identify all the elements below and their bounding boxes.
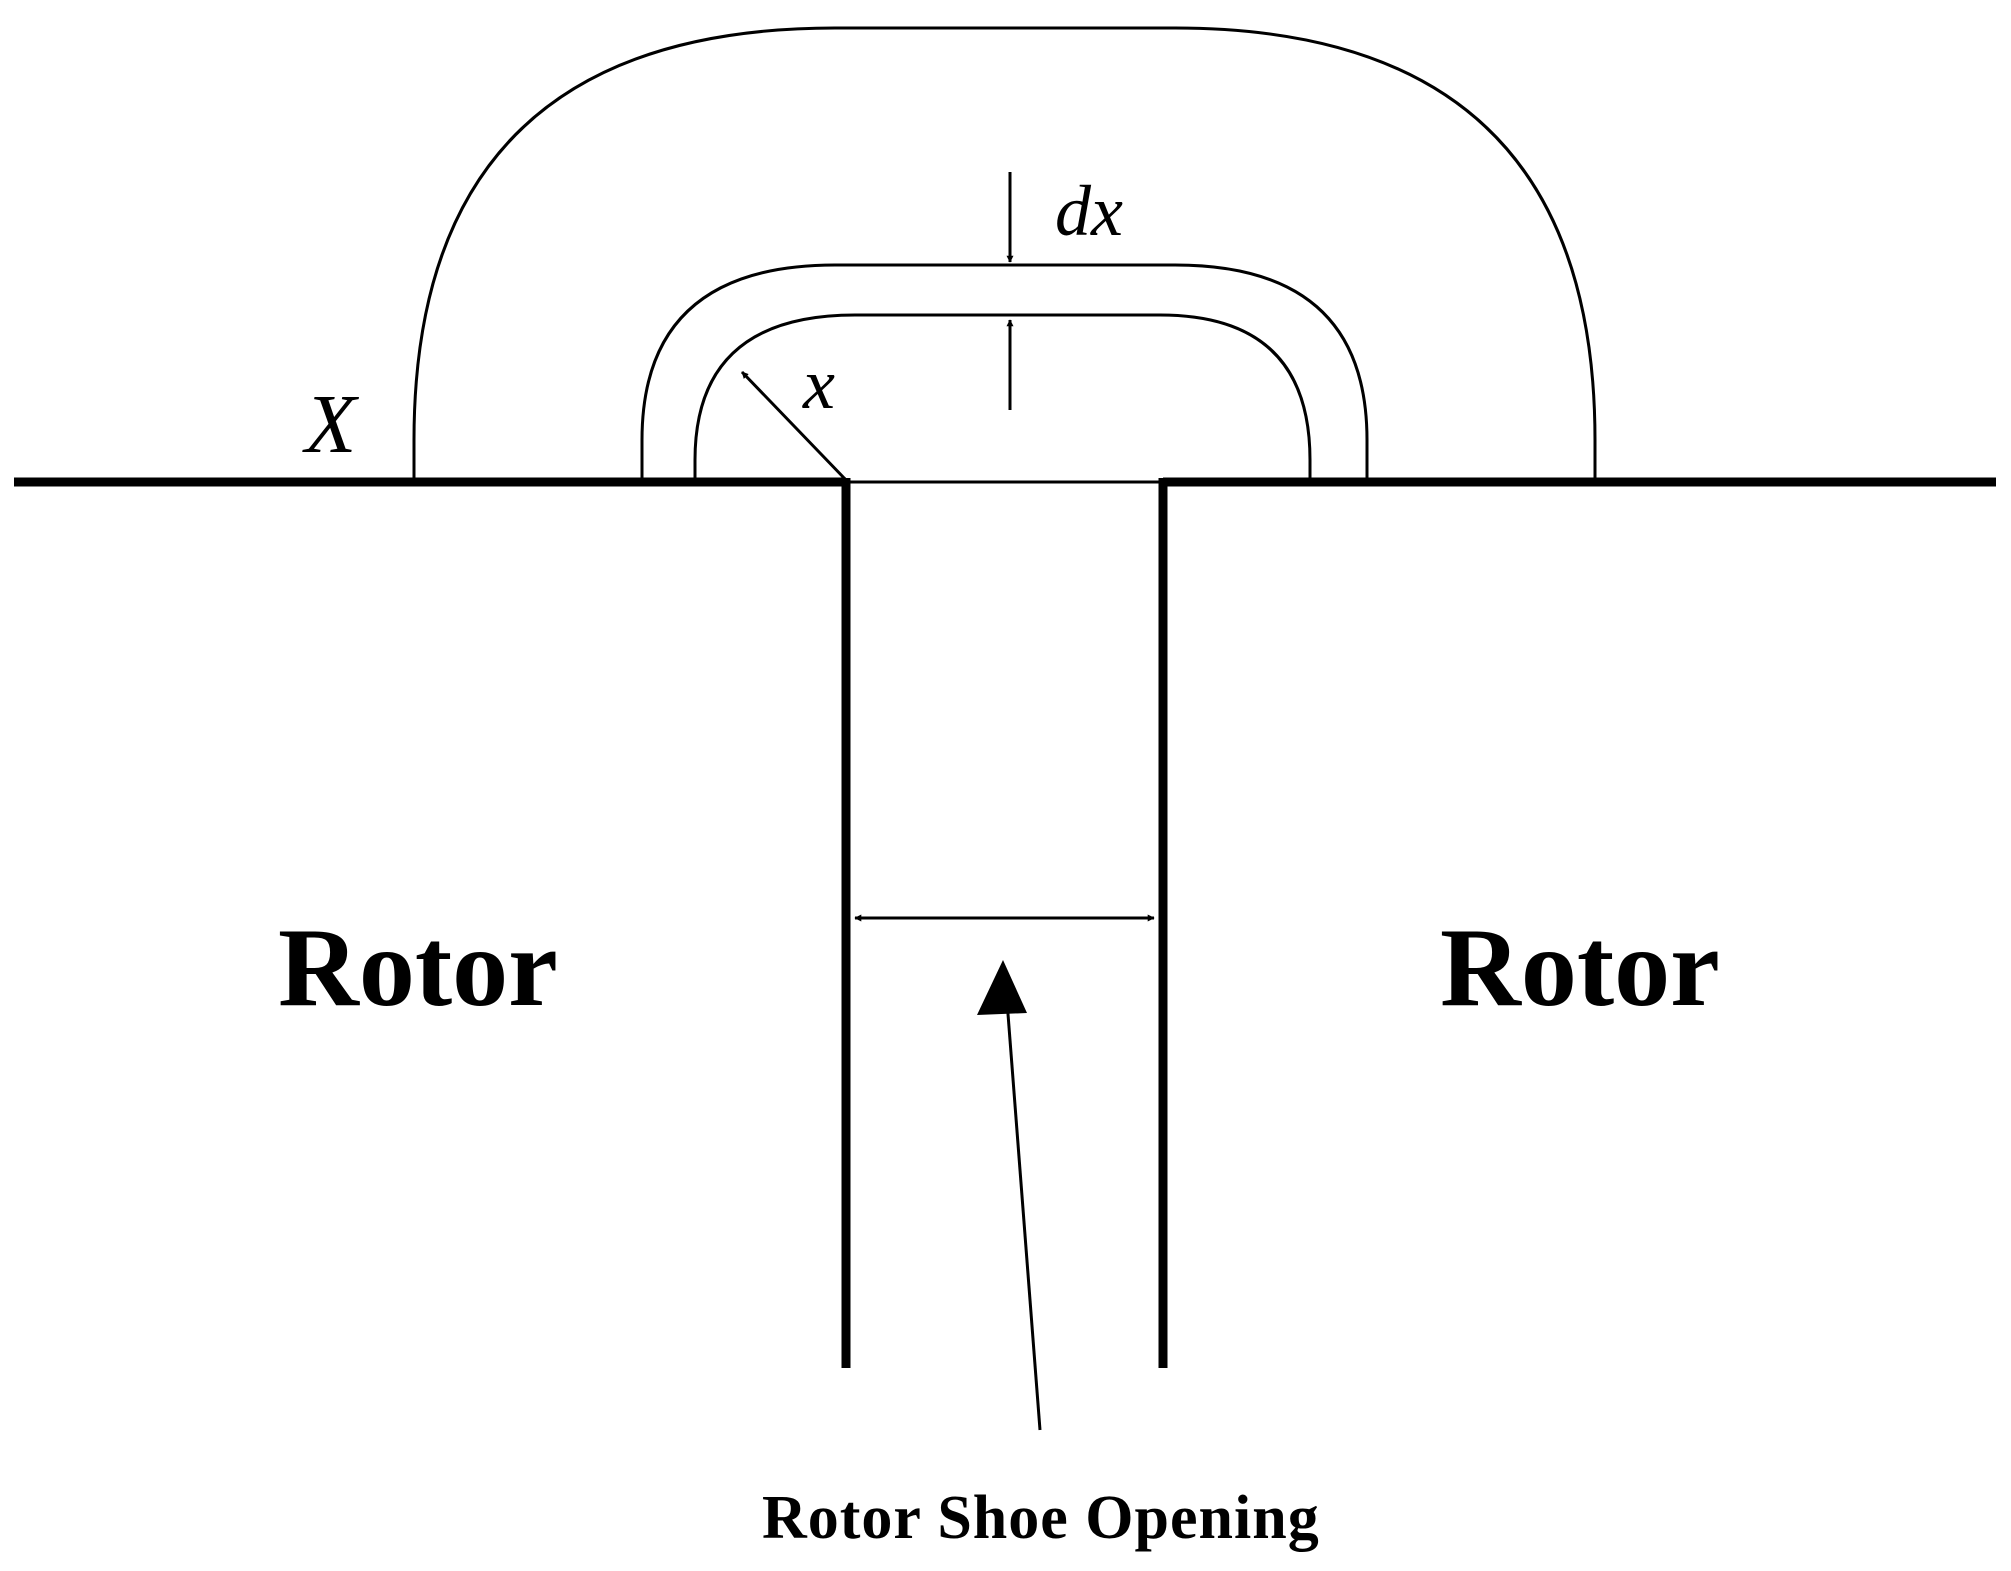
rotor-label-left: Rotor <box>278 906 558 1030</box>
inner-radius-label: x <box>802 344 835 424</box>
opening-pointer-arrow <box>1003 974 1042 1431</box>
inner-flux-path <box>693 313 1312 480</box>
rotor-label-right: Rotor <box>1440 906 1720 1030</box>
middle-flux-path <box>640 263 1369 480</box>
opening-pointer-arrowhead <box>977 960 1027 1015</box>
radius-x-arrow <box>740 370 848 482</box>
rotor-shoe-opening-label: Rotor Shoe Opening <box>762 1484 1320 1552</box>
increment-label: dx <box>1055 171 1123 251</box>
outer-flux-path <box>412 26 1597 480</box>
outer-radius-label: X <box>302 378 360 471</box>
